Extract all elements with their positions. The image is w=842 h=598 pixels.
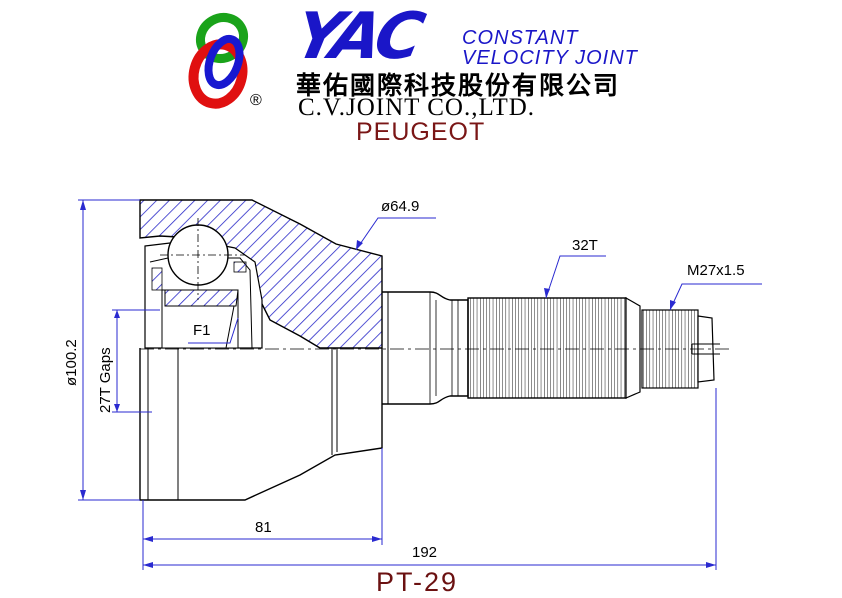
arrow-gaps-bottom	[114, 404, 120, 412]
leader-outer-diameter	[355, 217, 436, 251]
dim-outer-diameter-label: ø64.9	[381, 198, 420, 215]
part-number: PT-29	[376, 567, 459, 597]
stem-shoulder	[382, 291, 469, 405]
dim-thread-label: M27x1.5	[687, 262, 745, 279]
arrow-192-right	[706, 562, 716, 568]
dim-bell-length-label: 81	[255, 519, 272, 536]
company-name-chinese: 華佑國際科技股份有限公司	[296, 71, 621, 100]
f1-label: F1	[193, 322, 211, 339]
bell-housing-outline	[139, 348, 383, 501]
thread-tip	[697, 315, 715, 383]
leader-f1	[188, 317, 239, 344]
cage-ring	[149, 257, 253, 349]
tagline-line-2: VELOCITY JOINT	[462, 47, 638, 69]
arrow-dia-top	[80, 200, 86, 210]
arrow-81-left	[143, 536, 153, 542]
arrow-81-right	[372, 536, 382, 542]
dim-flange-diameter-label: ø100.2	[63, 339, 80, 386]
vehicle-make-label: PEUGEOT	[356, 118, 486, 146]
arrow-dia-bottom	[80, 490, 86, 500]
dim-gaps-label: 27T Gaps	[97, 347, 114, 413]
tagline-line-1: CONSTANT	[462, 27, 579, 49]
dim-total-length-label: 192	[412, 544, 438, 561]
inner-race-hatch	[164, 289, 239, 307]
spline-section	[467, 297, 627, 399]
cage-window-hatch-left	[151, 267, 163, 291]
inner-race-lower	[161, 306, 239, 348]
leader-spline-teeth	[545, 255, 606, 299]
arrow-leader-thread	[670, 300, 676, 310]
arrow-leader-dia	[356, 240, 363, 250]
inner-race-bevel	[225, 305, 235, 349]
stem-neck	[429, 292, 437, 404]
arrow-gaps-top	[114, 310, 120, 318]
spline-end-chamfer	[625, 296, 641, 399]
arrow-leader-spline	[544, 288, 550, 298]
leader-thread	[669, 283, 762, 311]
yac-logo-icon	[188, 12, 249, 109]
dim-spline-teeth-label: 32T	[572, 237, 598, 254]
company-name-english: C.V.JOINT CO.,LTD.	[298, 94, 536, 121]
arrow-192-left	[143, 562, 153, 568]
cage-window-hatch-right	[233, 261, 247, 273]
registered-trademark-icon: ®	[250, 92, 262, 109]
